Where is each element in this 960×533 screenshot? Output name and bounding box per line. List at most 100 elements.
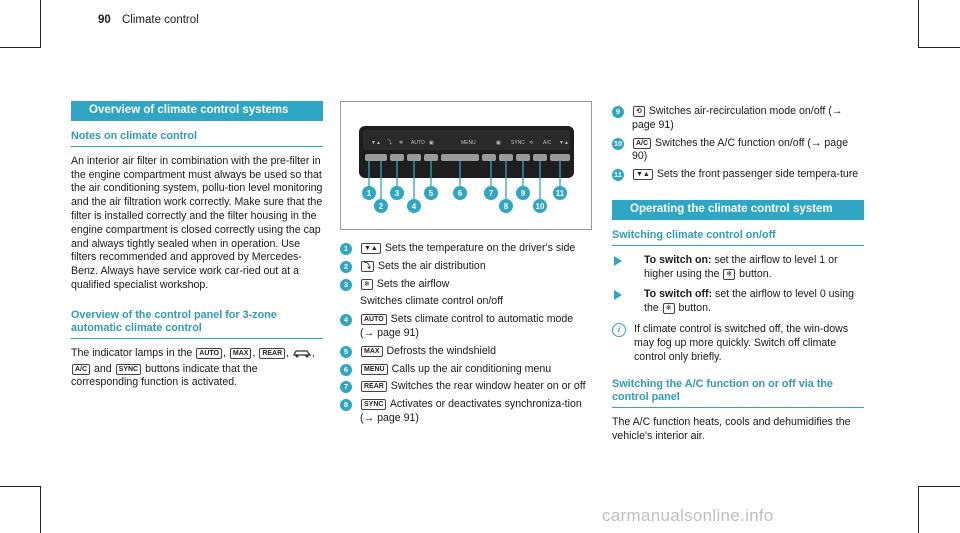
defrost-max-icon: MAX bbox=[229, 347, 252, 359]
arrow-icon bbox=[614, 255, 632, 266]
panel-button bbox=[407, 154, 421, 161]
callout-1: 1 bbox=[362, 186, 376, 200]
callout-8: 8 bbox=[499, 199, 513, 213]
notes-paragraph: An interior air filter in combination wi… bbox=[71, 154, 323, 291]
legend-text: Switches climate control on/off bbox=[360, 295, 503, 308]
chapter-title: Climate control bbox=[122, 14, 199, 26]
callout-badge: 10 bbox=[612, 137, 624, 150]
control-icon: ❄ bbox=[361, 278, 373, 290]
step-switch-on: To switch on: set the airflow to level 1… bbox=[612, 254, 864, 282]
panel-button bbox=[482, 154, 496, 161]
step-switch-off: To switch off: set the airflow to level … bbox=[612, 288, 864, 316]
callout-badge: 9 bbox=[612, 106, 624, 118]
svg-text:11: 11 bbox=[556, 189, 565, 198]
svg-text:4: 4 bbox=[412, 202, 417, 211]
callout-6: 6 bbox=[453, 186, 467, 200]
rear-defrost-icon: REAR bbox=[259, 347, 286, 359]
overview-heading: Overview of the control panel for 3-zone… bbox=[71, 309, 323, 339]
svg-text:5: 5 bbox=[429, 189, 434, 198]
svg-text:2: 2 bbox=[379, 202, 384, 211]
crop-mark bbox=[918, 47, 960, 48]
svg-text:8: 8 bbox=[504, 202, 509, 211]
callout-2: 2 bbox=[374, 199, 388, 213]
crop-mark bbox=[0, 47, 40, 48]
section-banner: Overview of climate control systems bbox=[71, 101, 323, 121]
section-banner: Operating the climate control system bbox=[612, 199, 864, 220]
panel-button bbox=[499, 154, 513, 161]
panel-icon: ▣ bbox=[429, 140, 434, 146]
callout-4: 4 bbox=[407, 199, 421, 213]
panel-button bbox=[365, 154, 387, 161]
control-icon: ⤵ bbox=[361, 260, 374, 272]
callout-10: 10 bbox=[533, 199, 547, 213]
legend-text: Calls up the air conditioning menu bbox=[391, 362, 552, 375]
control-icon: AUTO bbox=[361, 314, 387, 326]
control-icon: MENU bbox=[361, 363, 388, 375]
legend-text: Switches the rear window heater on or of… bbox=[390, 380, 586, 393]
legend-text: Sets the front passenger side tempera-tu… bbox=[656, 168, 859, 181]
callout-5: 5 bbox=[424, 186, 438, 200]
crop-mark bbox=[918, 486, 960, 487]
legend-list: 1▼▲ Sets the temperature on the driver's… bbox=[340, 242, 590, 426]
crop-mark bbox=[40, 486, 41, 533]
svg-text:6: 6 bbox=[458, 189, 463, 198]
control-icon: REAR bbox=[361, 381, 387, 393]
ac-heading: Switching the A/C function on or off via… bbox=[612, 378, 864, 409]
callout-badge: 4 bbox=[340, 314, 352, 327]
crop-mark bbox=[0, 486, 40, 487]
legend-list-continued: 9⟲ Switches air-recirculation mode on/of… bbox=[612, 105, 864, 182]
control-panel-illustration: ▼▲ ⤵ ❄ AUTO ▣ MENU ▣ SYNC ⟲ A/C ▼▲ bbox=[359, 126, 574, 213]
panel-label: A/C bbox=[543, 140, 552, 146]
notes-heading: Notes on climate control bbox=[71, 130, 323, 147]
column-left: Overview of climate control systems Note… bbox=[71, 101, 323, 400]
callout-badge: 7 bbox=[340, 381, 352, 394]
callout-7: 7 bbox=[484, 186, 498, 200]
panel-label: AUTO bbox=[411, 140, 425, 146]
panel-icon: ▼▲ bbox=[371, 140, 381, 146]
info-note: i If climate control is switched off, th… bbox=[612, 322, 864, 364]
info-icon: i bbox=[612, 322, 626, 337]
panel-icon: ⟲ bbox=[529, 140, 534, 146]
panel-button bbox=[516, 154, 530, 161]
auto-icon: AUTO bbox=[196, 347, 222, 359]
callout-badge: 1 bbox=[340, 243, 352, 255]
control-panel-figure: ▼▲ ⤵ ❄ AUTO ▣ MENU ▣ SYNC ⟲ A/C ▼▲ bbox=[340, 101, 592, 230]
callout-badge: 5 bbox=[340, 345, 352, 358]
control-icon: MAX bbox=[361, 345, 383, 357]
legend-item: 1▼▲ Sets the temperature on the driver's… bbox=[340, 242, 590, 256]
callout-badge: 3 bbox=[340, 278, 352, 291]
legend-text: Activates or deactivates synchroniza-tio… bbox=[360, 398, 582, 424]
panel-button bbox=[533, 154, 547, 161]
svg-text:9: 9 bbox=[521, 189, 526, 198]
crop-mark bbox=[918, 0, 919, 48]
panel-label: SYNC bbox=[511, 140, 525, 146]
svg-text:3: 3 bbox=[395, 189, 400, 198]
legend-text: Sets the air distribution bbox=[377, 259, 486, 272]
callout-9: 9 bbox=[516, 186, 530, 200]
control-icon: SYNC bbox=[361, 399, 387, 411]
control-icon: ▼▲ bbox=[633, 169, 653, 181]
panel-button bbox=[424, 154, 438, 161]
watermark: carmanualsonline.info bbox=[602, 506, 774, 525]
panel-icon: ▼▲ bbox=[559, 140, 569, 146]
panel-label: MENU bbox=[461, 140, 476, 146]
svg-text:1: 1 bbox=[367, 189, 372, 198]
crop-mark bbox=[40, 0, 41, 48]
switching-heading: Switching climate control on/off bbox=[612, 229, 864, 246]
legend-item: 2⤵ Sets the air distribution bbox=[340, 260, 590, 274]
svg-text:10: 10 bbox=[536, 202, 545, 211]
legend-text: Sets the temperature on the driver's sid… bbox=[384, 242, 576, 254]
airflow-icon: ❄ bbox=[723, 268, 736, 280]
ac-icon: A/C bbox=[72, 363, 91, 375]
arrow-icon bbox=[614, 290, 632, 301]
panel-icon: ❄ bbox=[399, 140, 403, 146]
legend-item: 3❄ Sets the airflow bbox=[340, 278, 590, 292]
sync-icon: SYNC bbox=[115, 363, 142, 375]
page-header: 90 Climate control bbox=[98, 14, 199, 26]
callout-badge: 6 bbox=[340, 363, 352, 376]
svg-text:7: 7 bbox=[489, 189, 494, 198]
